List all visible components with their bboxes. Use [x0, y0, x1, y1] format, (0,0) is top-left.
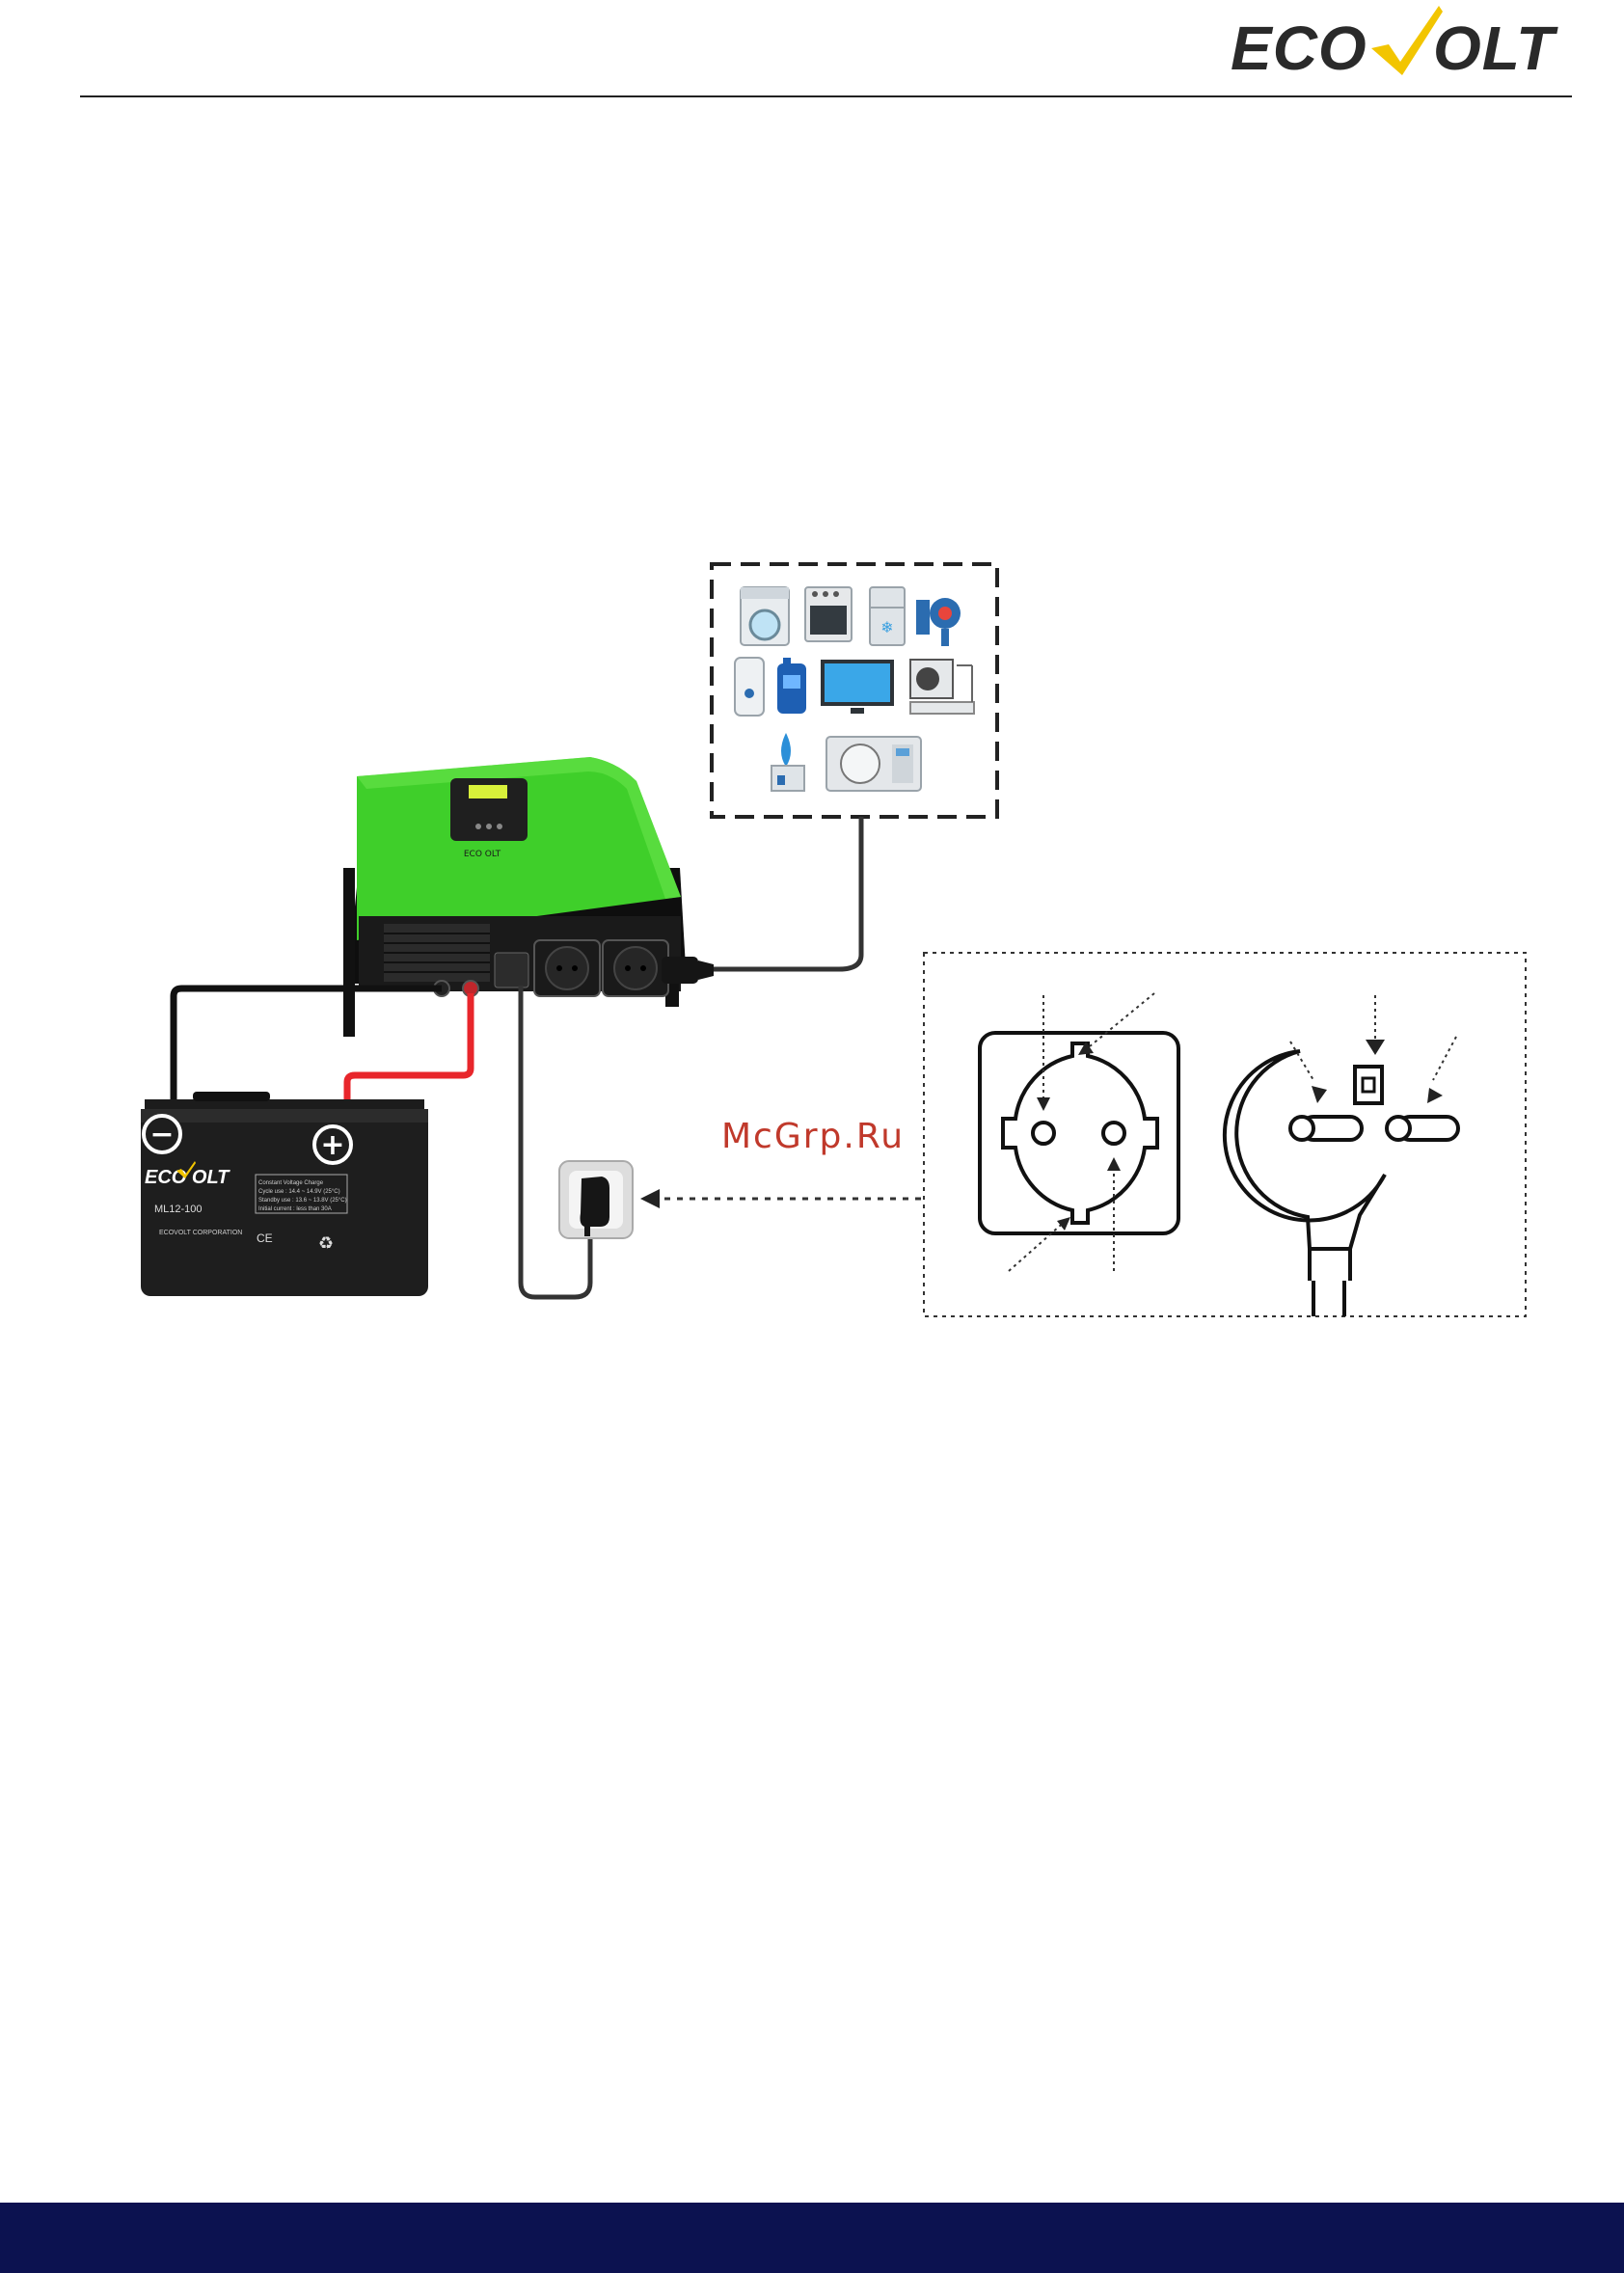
water-cooler-icon	[771, 733, 804, 791]
inverter-brand-label: ECO OLT	[464, 850, 501, 859]
washing-machine-icon	[741, 587, 789, 645]
detail-pointer	[640, 1189, 921, 1208]
battery-spec-line-4: Initial current : less than 30A	[258, 1206, 332, 1212]
circulation-pump-icon	[916, 598, 961, 646]
watermark-text: McGrp.Ru	[721, 1117, 905, 1156]
microwave-icon	[826, 737, 921, 791]
appliance-cable	[714, 817, 861, 969]
battery-corporation-label: ECOVOLT CORPORATION	[159, 1230, 242, 1236]
battery-spec-line-2: Cycle use : 14.4 ~ 14.9V (25°C)	[258, 1189, 340, 1195]
battery-positive-cable	[347, 993, 471, 1102]
grid-input-cable	[521, 986, 590, 1297]
water-heater-icon	[735, 658, 764, 716]
inverter: ECO OLT	[343, 757, 714, 1037]
battery-positive-symbol: +	[320, 1128, 344, 1162]
battery-ce-label: CE	[257, 1231, 273, 1245]
ac-input-socket	[495, 953, 528, 988]
output-plug	[662, 957, 714, 984]
oven-icon	[805, 587, 852, 641]
footer-band	[0, 2203, 1624, 2273]
ac-output-socket-2	[603, 940, 668, 996]
gas-boiler-icon	[777, 658, 806, 714]
appliances-box: ❄	[712, 564, 997, 817]
battery-brand-label: ECO OLT	[145, 1167, 230, 1188]
wall-socket	[559, 1161, 633, 1238]
ac-output-socket-1	[534, 940, 600, 996]
recycle-icon: ♻	[318, 1233, 334, 1254]
battery-model-label: ML12-100	[154, 1204, 203, 1215]
battery-spec-line-3: Standby use : 13.6 ~ 13.8V (25°C)	[258, 1198, 347, 1204]
inverter-lcd	[469, 785, 507, 798]
inverter-vent	[384, 924, 490, 982]
schuko-detail-box	[924, 953, 1526, 1316]
schuko-plug-diagram	[1225, 995, 1458, 1316]
svg-text:❄: ❄	[880, 618, 893, 636]
refrigerator-icon: ❄	[870, 587, 905, 645]
air-conditioner-icon	[910, 660, 974, 714]
battery: − + ECO OLT ML12-100 Constant Voltage Ch…	[141, 1092, 428, 1296]
battery-negative-cable	[174, 988, 442, 1102]
tv-icon	[821, 660, 894, 714]
battery-spec-line-1: Constant Voltage Charge	[258, 1180, 324, 1186]
schuko-socket-diagram	[980, 993, 1178, 1271]
battery-negative-symbol: −	[149, 1118, 174, 1151]
